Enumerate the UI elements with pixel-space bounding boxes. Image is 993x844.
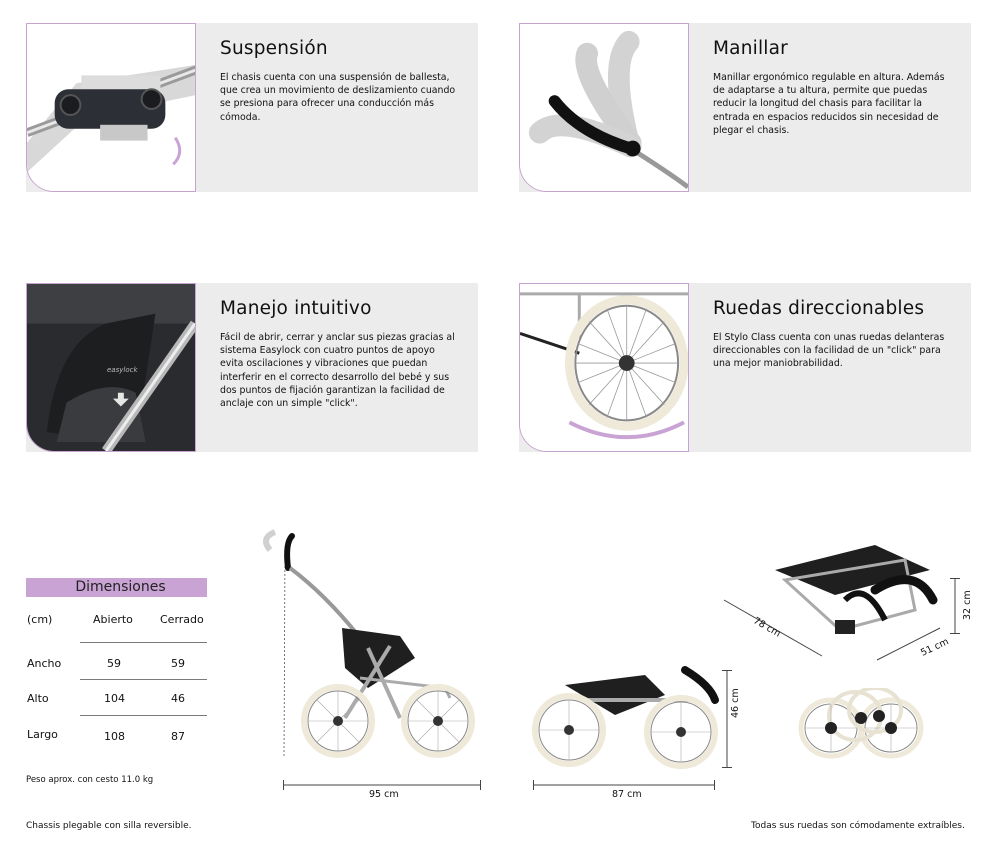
table-divider [80,642,207,643]
open-length-dimension-line [283,780,481,790]
feature-title: Manillar [713,38,788,59]
table-divider [80,679,207,680]
row-open-value: 108 [104,730,125,743]
feature-title: Ruedas direccionables [713,298,925,319]
feature-description: El Stylo Class cuenta con unas ruedas de… [713,332,945,370]
folded-height-label: 32 cm [962,590,973,620]
row-label: Alto [27,692,49,705]
closed-length-dimension-line [533,780,715,790]
feature-description: El chasis cuenta con una suspensión de b… [220,72,456,123]
row-closed-value: 46 [171,692,185,705]
footer-right-caption: Todas sus ruedas son cómodamente extraíb… [751,821,965,831]
stroller-closed-illustration [532,666,719,769]
folded-height-dimension-line [950,578,960,634]
wheels-photo [519,283,689,452]
closed-height-label: 46 cm [730,688,741,718]
unit-header: (cm) [27,613,53,626]
weight-note: Peso aprox. con cesto 11.0 kg [26,775,154,785]
footer-left-caption: Chassis plegable con silla reversible. [26,821,192,831]
dimensions-title: Dimensiones [26,578,207,597]
feature-card-handle: Manillar Manillar ergonómico regulable e… [519,23,971,192]
row-open-value: 104 [104,692,125,705]
closed-header: Cerrado [160,613,204,626]
row-label: Largo [27,728,58,741]
feature-card-suspension: Suspensión El chasis cuenta con una susp… [26,23,478,192]
feature-title: Manejo intuitivo [220,298,372,319]
removable-wheels-illustration [798,688,924,759]
row-open-value: 59 [107,657,121,670]
suspension-photo [26,23,196,192]
row-label: Ancho [27,657,62,670]
feature-card-wheels: Ruedas direccionables El Stylo Class cue… [519,283,971,452]
row-closed-value: 87 [171,730,185,743]
easylock-photo: easylock [26,283,196,452]
open-length-label: 95 cm [369,789,399,800]
open-header: Abierto [93,613,133,626]
folded-dimension-lines [723,599,941,661]
table-divider [80,715,207,716]
feature-card-easylock: easylock Manejo intuitivo Fácil de abrir… [26,283,478,452]
feature-description: Manillar ergonómico regulable en altura.… [713,72,945,136]
handle-photo [519,23,689,192]
feature-title: Suspensión [220,38,328,59]
closed-height-dimension-line [722,670,732,768]
row-closed-value: 59 [171,657,185,670]
folded-chassis-illustration [775,545,938,634]
feature-description: Fácil de abrir, cerrar y anclar sus piez… [220,332,455,410]
closed-length-label: 87 cm [612,789,642,800]
stroller-open-illustration [263,529,475,759]
easylock-logo-label: easylock [107,366,138,374]
